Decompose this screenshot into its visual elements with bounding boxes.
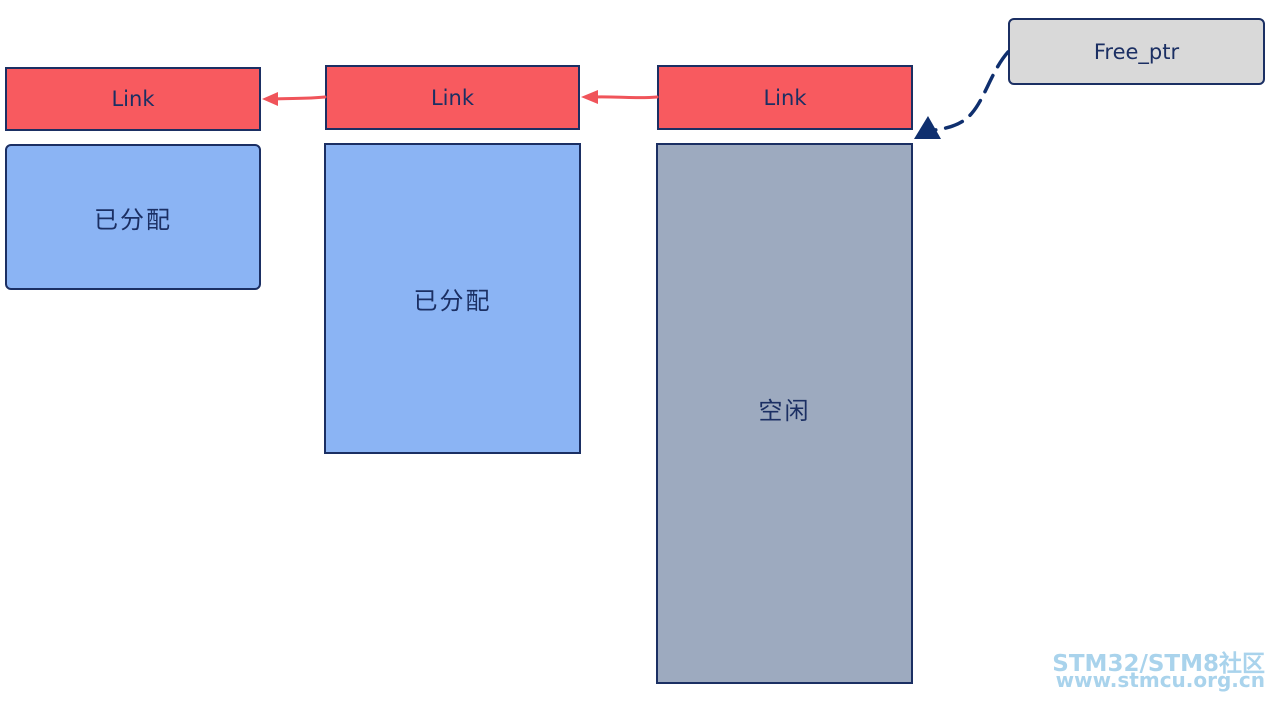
link-arrow-2-to-1 [270, 95, 327, 101]
link-arrowhead-3-to-2 [581, 90, 598, 104]
link-header-block-3: Link [657, 65, 913, 130]
link-label-block-3: Link [763, 85, 807, 110]
watermark-line-2: www.stmcu.org.cn [1055, 668, 1265, 692]
free-ptr-arrowhead [914, 116, 941, 139]
allocated-block-1: 已分配 [5, 144, 261, 290]
allocated-label-block-2: 已分配 [413, 287, 492, 315]
allocated-label-block-1: 已分配 [94, 205, 172, 234]
allocated-block-2: 已分配 [324, 143, 581, 454]
free-label-block-3: 空闲 [758, 397, 811, 425]
free-block-3: 空闲 [656, 143, 913, 684]
link-arrowhead-2-to-1 [262, 92, 278, 106]
watermark-line-1: STM32/STM8社区 [1052, 651, 1265, 677]
link-arrow-3-to-2 [590, 95, 659, 100]
link-header-block-2: Link [325, 65, 580, 130]
link-label-block-1: Link [111, 87, 155, 111]
free-ptr-arrow [933, 50, 1010, 132]
free-ptr-box: Free_ptr [1008, 18, 1265, 85]
free-ptr-label: Free_ptr [1093, 39, 1180, 64]
link-label-block-2: Link [430, 85, 474, 110]
link-header-block-1: Link [5, 67, 261, 131]
